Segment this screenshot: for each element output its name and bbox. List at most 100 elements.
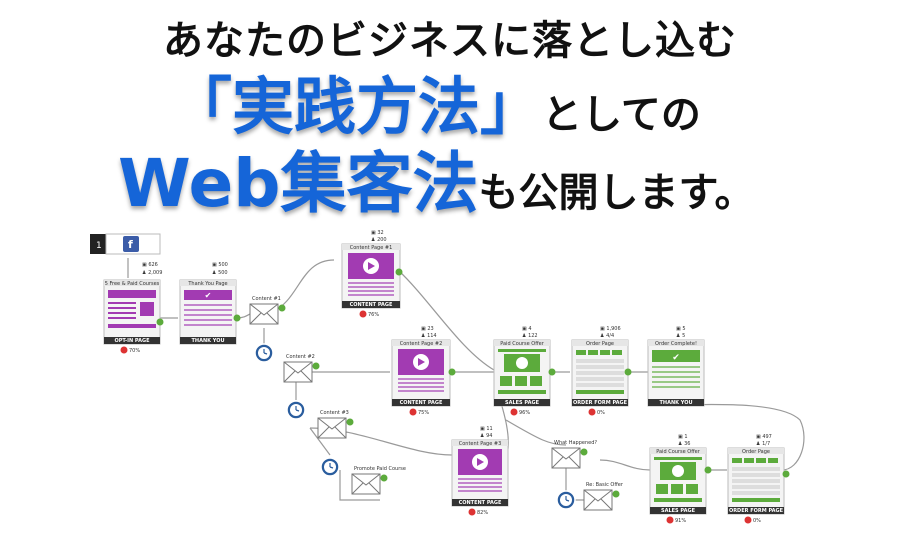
headline-highlight-2: Web集客法 [118,145,479,222]
node-title: 5 Free & Paid Courses [105,281,160,287]
node-title: Paid Course Offer [500,341,545,347]
conversion-dot [395,268,403,276]
node-count-2: ♟ 36 [678,441,690,447]
email-icon [317,417,347,439]
node-count-2: ♟ 122 [522,333,538,339]
check-icon: ✔ [205,291,212,300]
node-label: ORDER FORM PAGE [729,508,784,514]
drop-off-icon [359,310,367,318]
thankyou-count-1: ▣ 500 [212,262,228,268]
facebook-icon [123,236,139,252]
node-label: CONTENT PAGE [459,500,502,506]
conversion-dot [580,448,588,456]
funnel-node-thankyou1: Thank You Page ✔ THANK YOU [179,279,237,345]
node-count-2: ♟ 5 [676,333,685,339]
conversion-dot [612,490,620,498]
email-label: Content #3 [320,410,349,416]
email-icon [283,361,313,383]
conversion-dot [548,368,556,376]
node-stat: 70% [129,348,140,354]
node-title: Content Page #3 [459,441,502,447]
headline-highlight-1: 「実践方法」 [170,70,543,143]
email-label: What Happened? [554,440,597,446]
drop-off-icon [510,408,518,416]
node-stat: 96% [519,410,530,416]
conversion-dot [448,368,456,376]
conversion-dot [278,304,286,312]
check-icon: ✔ [672,353,680,363]
play-icon [672,465,684,477]
headline-line-2: 「実践方法」としての [170,56,701,146]
conversion-dot [233,314,241,322]
conversion-dot [380,474,388,482]
node-count-1: ▣ 11 [480,426,493,432]
node-title: Content Page #2 [400,341,443,347]
email-icon [351,473,381,495]
conversion-dot [312,362,320,370]
traffic-count-2: ♟ 2,009 [142,270,162,276]
email-icon [551,447,581,469]
node-title: Order Complete! [655,341,697,347]
funnel-node-thankyou2: Order Complete! ✔ THANK YOU ▣ 5♟ 5 [647,326,705,407]
node-label: SALES PAGE [661,508,696,514]
drop-off-icon [409,408,417,416]
node-count-2: ♟ 200 [371,237,387,243]
node-count-2: ♟ 114 [421,333,437,339]
node-label: SALES PAGE [505,400,540,406]
delay-clock-icon [320,457,340,477]
email-label: Content #1 [252,296,281,302]
node-count-1: ▣ 4 [522,326,532,332]
headline-line-3: Web集客法も公開します。 [118,130,754,226]
conversion-dot [346,418,354,426]
drop-off-icon [588,408,596,416]
node-count-1: ▣ 23 [421,326,434,332]
node-label: THANK YOU [659,400,692,406]
email-icon [583,489,613,511]
node-title: Paid Course Offer [656,449,701,455]
headline-line-1: あなたのビジネスに落とし込む [163,18,737,64]
node-count-1: ▣ 32 [371,230,384,236]
node-count-1: ▣ 1,906 [600,326,621,332]
node-title: Thank You Page [187,281,227,287]
node-stat: 0% [597,410,605,416]
play-icon [516,357,528,369]
traffic-count-1: ▣ 626 [142,262,158,268]
node-label: THANK YOU [191,338,224,344]
node-label: ORDER FORM PAGE [573,400,628,406]
node-title: Content Page #1 [350,245,393,251]
delay-clock-icon [286,400,306,420]
node-stat: 0% [753,518,761,524]
headline-rest-2: も公開します。 [478,170,755,216]
node-count-1: ▣ 497 [756,434,772,440]
email-label: Promote Paid Course [354,466,406,472]
drop-off-icon [744,516,752,524]
svg-text:f: f [128,238,133,251]
node-stat: 91% [675,518,686,524]
node-count-2: ♟ 1/7 [756,441,770,447]
node-stat: 82% [477,510,488,516]
headline-rest-1: としての [542,92,701,138]
node-count-1: ▣ 1 [678,434,688,440]
node-stat: 75% [418,410,429,416]
drop-off-icon [468,508,476,516]
email-label: Content #2 [286,354,315,360]
email-label: Re: Basic Offer [586,482,624,488]
conversion-dot [704,466,712,474]
conversion-dot [156,318,164,326]
node-count-1: ▣ 5 [676,326,686,332]
node-title: Order Page [586,341,614,347]
traffic-source: 1 f [90,233,161,255]
thankyou-count-2: ♟ 500 [212,270,228,276]
drop-off-icon [120,346,128,354]
node-count-2: ♟ 94 [480,433,492,439]
drop-off-icon [666,516,674,524]
delay-clock-icon [254,343,274,363]
